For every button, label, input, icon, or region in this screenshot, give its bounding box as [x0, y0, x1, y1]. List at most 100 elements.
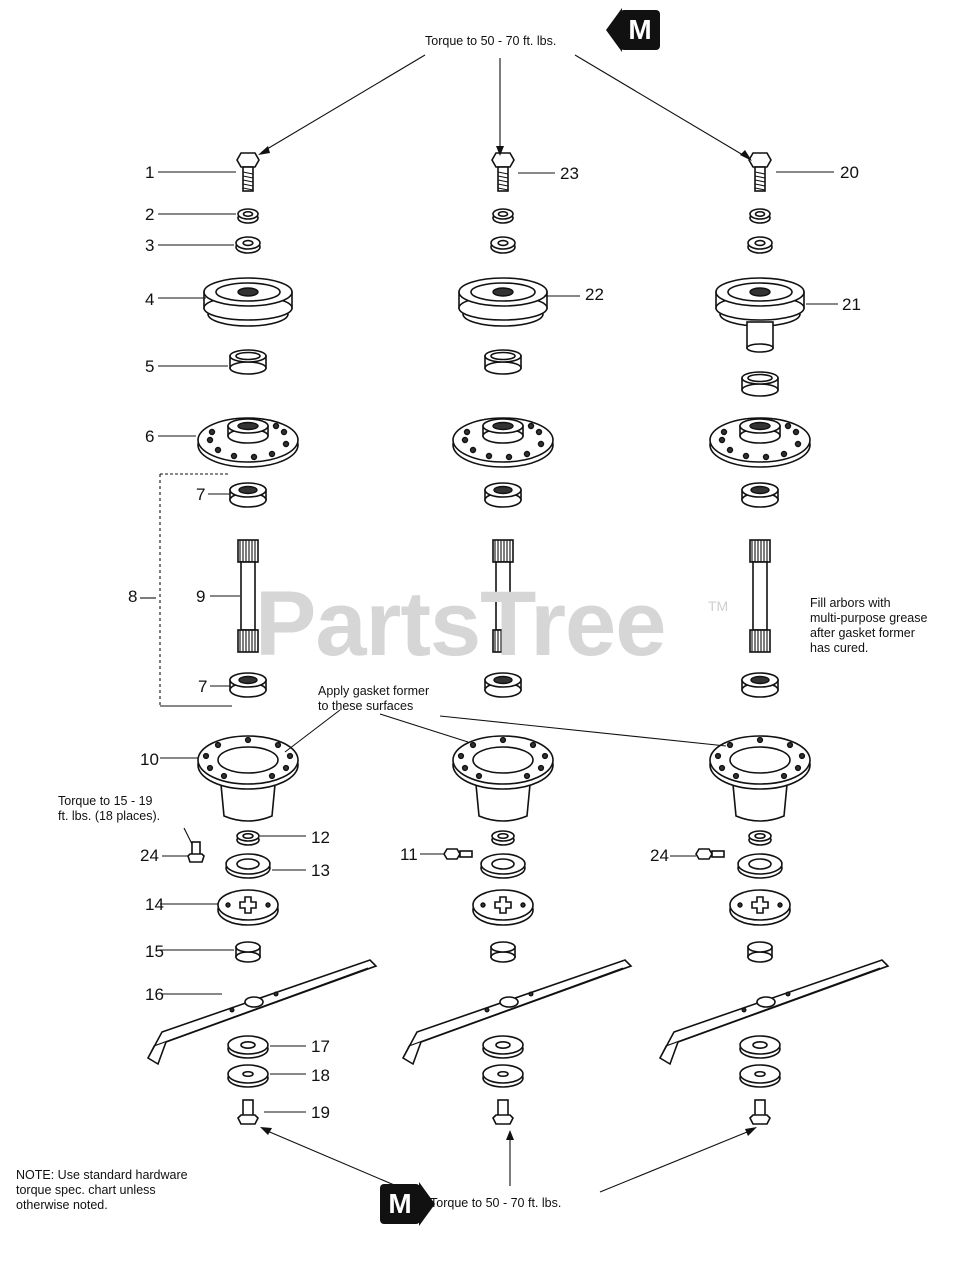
spindle-right [749, 539, 771, 653]
fill-arbors-line-4: has cured. [810, 641, 869, 655]
m-badge-bottom-arrow-icon [419, 1182, 435, 1226]
torque-small-line-2: ft. lbs. (18 places). [58, 809, 161, 823]
callout-23: 23 [560, 164, 579, 183]
lower-bearing-right [741, 672, 779, 698]
small-bolt-left [187, 841, 205, 863]
small-washer-left [236, 830, 260, 846]
footer-line-3: otherwise noted. [16, 1198, 108, 1212]
footer-line-2: torque spec. chart unless [16, 1183, 156, 1197]
callout-4: 4 [145, 290, 154, 309]
flat-washer-lower-center [482, 1064, 524, 1088]
callout-2: 2 [145, 205, 154, 224]
upper-bearing-left [229, 482, 267, 508]
fill-arbors-note: Fill arbors with multi-purpose grease af… [810, 596, 927, 656]
arbor-column-right [658, 152, 890, 1125]
housing-left [197, 735, 299, 822]
bearing-plate-left [197, 417, 299, 468]
upper-bearing-right [741, 482, 779, 508]
flat-washer-right [747, 236, 773, 254]
callout-7-upper: 7 [196, 485, 205, 504]
callout-numbers: 1 2 3 4 5 6 7 8 9 7 10 24 12 13 14 15 16… [128, 163, 861, 1122]
fill-arbors-line-3: after gasket former [810, 626, 915, 640]
hex-bolt-right [748, 152, 772, 192]
hub-center [472, 889, 534, 926]
callout-10: 10 [140, 750, 159, 769]
callout-3: 3 [145, 236, 154, 255]
bearing-plate-center [452, 417, 554, 468]
spacer-right [741, 371, 779, 397]
callout-12: 12 [311, 828, 330, 847]
callout-22: 22 [585, 285, 604, 304]
lock-washer-center [492, 208, 514, 224]
seal-center [480, 853, 526, 879]
spindle-left [237, 539, 259, 653]
m-badge-top-letter: M [620, 10, 660, 50]
housing-center [452, 735, 554, 822]
gasket-leaders [284, 709, 727, 753]
callout-16: 16 [145, 985, 164, 1004]
torque-note-small: Torque to 15 - 19 ft. lbs. (18 places). [58, 794, 160, 824]
blade-center [401, 959, 633, 1066]
callout-20: 20 [840, 163, 859, 182]
blade-washer-center [482, 1035, 524, 1059]
blade-washer-right [739, 1035, 781, 1059]
torque-small-line-1: Torque to 15 - 19 [58, 794, 153, 808]
spindle-center [492, 539, 514, 653]
callout-19: 19 [311, 1103, 330, 1122]
gasket-line-2: to these surfaces [318, 699, 414, 713]
trademark-mark: TM [708, 598, 729, 614]
torque-note-top: Torque to 50 - 70 ft. lbs. [425, 34, 557, 48]
upper-bearing-center [484, 482, 522, 508]
pulley-right [715, 277, 805, 353]
spacer-left [229, 349, 267, 375]
seal-right [737, 853, 783, 879]
bearing-plate-right [709, 417, 811, 468]
blade-left [146, 959, 378, 1066]
callout-15: 15 [145, 942, 164, 961]
arbor-column-center [401, 152, 633, 1125]
hex-bolt-left [236, 152, 260, 192]
callout-8: 8 [128, 587, 137, 606]
top-torque-arrows [258, 54, 752, 161]
m-badge-top-arrow-icon [606, 8, 622, 52]
arbor-column-left [146, 152, 378, 1125]
blade-right [658, 959, 890, 1066]
m-badge-bottom-letter: M [380, 1184, 420, 1224]
blade-bolt-center [492, 1099, 514, 1125]
flat-washer-left [235, 236, 261, 254]
hub-left [217, 889, 279, 926]
parts-tree-watermark: PartsTree [255, 573, 666, 675]
spacer-center [484, 349, 522, 375]
flat-washer-lower-left [227, 1064, 269, 1088]
callout-leaders [140, 171, 838, 1113]
hub-right [729, 889, 791, 926]
callout-1: 1 [145, 163, 154, 182]
small-washer-center [491, 830, 515, 846]
seal-left [225, 853, 271, 879]
callout-6: 6 [145, 427, 154, 446]
torque-note-bottom: Torque to 50 - 70 ft. lbs. [430, 1196, 562, 1210]
housing-right [709, 735, 811, 822]
callout-21: 21 [842, 295, 861, 314]
lock-washer-left [237, 208, 259, 224]
small-bolt-right [695, 848, 725, 860]
callout-17: 17 [311, 1037, 330, 1056]
small-torque-leader [183, 827, 193, 845]
gasket-former-note: Apply gasket former to these surfaces [318, 684, 429, 714]
arbor-columns [146, 152, 890, 1125]
cap-left [235, 941, 261, 963]
lower-bearing-left [229, 672, 267, 698]
small-bolt-center [443, 848, 473, 860]
footer-note: NOTE: Use standard hardware torque spec.… [16, 1168, 188, 1213]
callout-14: 14 [145, 895, 164, 914]
fill-arbors-line-2: multi-purpose grease [810, 611, 928, 625]
small-washer-right [748, 830, 772, 846]
flat-washer-center [490, 236, 516, 254]
lower-bearing-center [484, 672, 522, 698]
callout-13: 13 [311, 861, 330, 880]
blade-bolt-left [237, 1099, 259, 1125]
lock-washer-right [749, 208, 771, 224]
callout-5: 5 [145, 357, 154, 376]
callout-7-lower: 7 [198, 677, 207, 696]
